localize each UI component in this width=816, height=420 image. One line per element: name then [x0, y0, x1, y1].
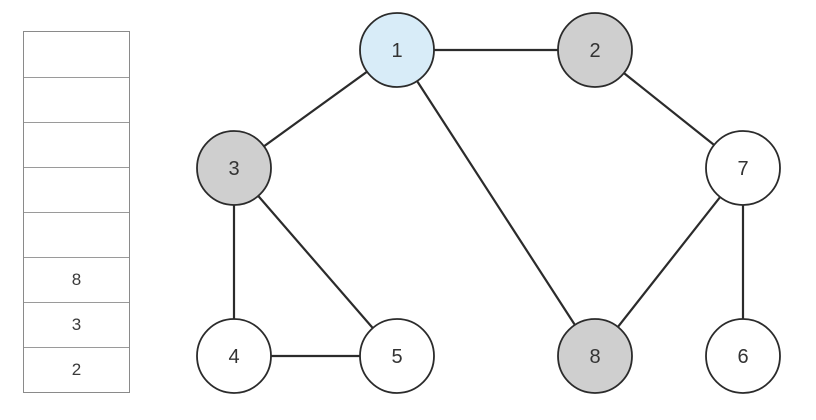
node-5: 5: [359, 318, 435, 394]
node-circle: [359, 318, 435, 394]
edge-7-8: [594, 167, 744, 357]
stack-cell: [24, 77, 129, 122]
node-circle: [196, 318, 272, 394]
stack-cell: [24, 167, 129, 212]
node-label: 5: [391, 346, 402, 368]
node-2: 2: [557, 12, 633, 88]
node-3: 3: [196, 130, 272, 206]
node-label: 3: [228, 158, 239, 180]
edge-3-5: [233, 167, 398, 357]
stack-cell: [24, 212, 129, 257]
node-label: 7: [737, 158, 748, 180]
stack-cell: 3: [24, 302, 129, 347]
node-circle: [557, 12, 633, 88]
node-7: 7: [705, 130, 781, 206]
stack: 8 3 2: [23, 31, 130, 393]
node-1: 1: [359, 12, 435, 88]
node-circle: [705, 318, 781, 394]
node-circle: [557, 318, 633, 394]
stack-cell: 2: [24, 347, 129, 392]
node-label: 2: [589, 40, 600, 62]
node-4: 4: [196, 318, 272, 394]
node-6: 6: [705, 318, 781, 394]
node-label: 1: [391, 40, 402, 62]
node-label: 8: [589, 346, 600, 368]
node-8: 8: [557, 318, 633, 394]
node-label: 6: [737, 346, 748, 368]
node-label: 4: [228, 346, 239, 368]
node-circle: [196, 130, 272, 206]
node-circle: [705, 130, 781, 206]
graph-nodes: 1 2 3 4 5 6 7 8: [196, 12, 781, 394]
edge-1-8: [396, 49, 596, 357]
stack-cell: 8: [24, 257, 129, 302]
node-circle: [359, 12, 435, 88]
stack-cell: [24, 122, 129, 167]
graph-edges: [232, 48, 745, 358]
